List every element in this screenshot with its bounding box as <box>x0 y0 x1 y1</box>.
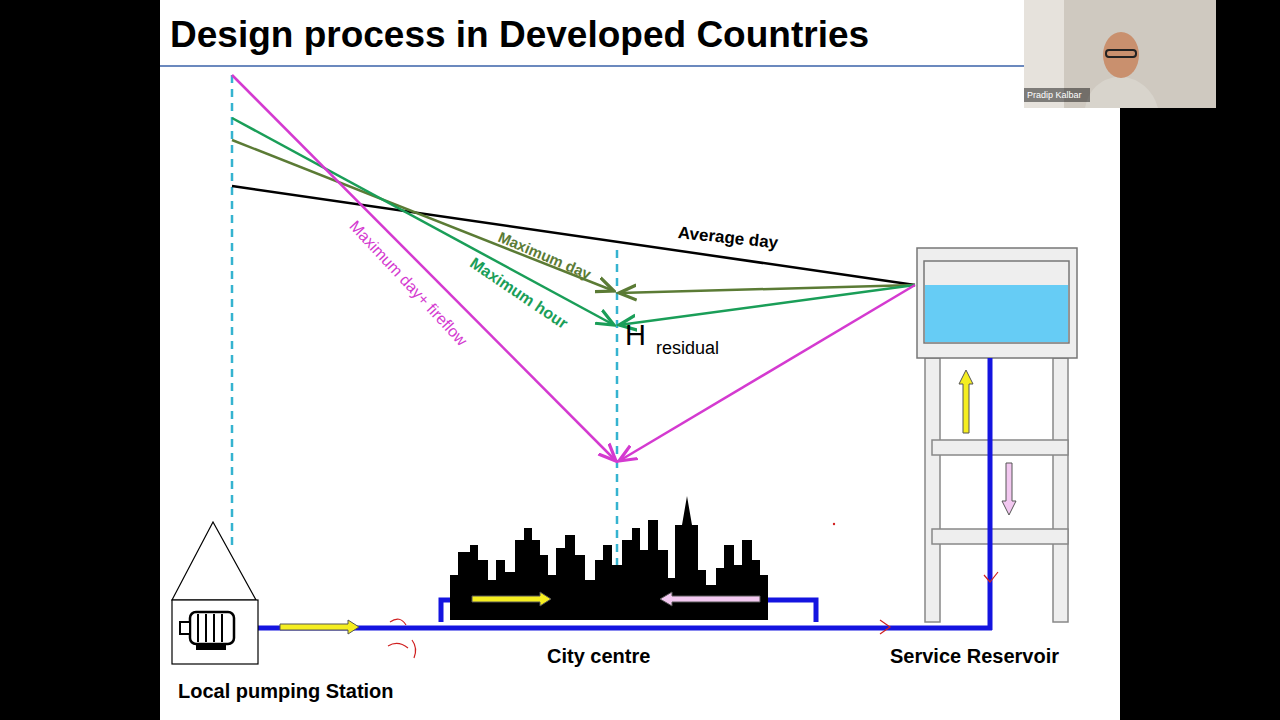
hgl-line <box>619 285 915 325</box>
motor-base <box>196 644 226 650</box>
webcam-person <box>1085 76 1158 108</box>
hgl-line <box>232 186 915 285</box>
pen-annotation <box>388 619 416 658</box>
webcam-frame <box>1024 0 1216 108</box>
motor-body <box>190 612 234 644</box>
flow-arrow <box>660 592 760 606</box>
pen-dot <box>833 523 835 525</box>
tank-inner <box>924 261 1069 343</box>
pump-roof <box>172 522 256 600</box>
motor-fin <box>205 614 207 642</box>
title-rule <box>160 65 1024 67</box>
component-label: City centre <box>547 646 650 666</box>
motor-fin <box>213 614 215 642</box>
speaker-name: Pradip Kalbar <box>1027 91 1082 100</box>
pump-house <box>172 600 258 664</box>
component-label: Service Reservoir <box>890 646 1059 666</box>
webcam-person <box>1103 32 1139 78</box>
motor-fin <box>197 614 199 642</box>
component-label: Local pumping Station <box>178 681 394 701</box>
tower-leg <box>1053 358 1068 622</box>
motor-fin <box>221 614 223 642</box>
motor-symbol <box>180 612 234 650</box>
hgl-line <box>619 285 915 461</box>
city-skyline <box>450 496 768 620</box>
webcam-glasses <box>1106 50 1136 57</box>
tower-brace <box>932 529 1068 544</box>
tower-leg <box>925 358 940 622</box>
hgl-line <box>232 75 616 461</box>
slide-title: Design process in Developed Countries <box>170 16 869 53</box>
pen-annotation <box>880 572 998 634</box>
name-badge <box>1024 88 1090 102</box>
symbol-label: H <box>625 321 646 350</box>
subscript-label: residual <box>656 339 719 357</box>
flow-arrow <box>472 592 551 606</box>
flow-arrow <box>280 620 359 634</box>
dashed-guide <box>616 250 619 600</box>
flow-arrow <box>959 370 973 433</box>
dashed-guide <box>231 75 234 548</box>
riser-pipe <box>988 358 993 630</box>
flow-arrow <box>1002 463 1016 515</box>
water <box>925 285 1068 342</box>
tower-brace <box>932 440 1068 455</box>
reservoir-tank <box>917 248 1077 358</box>
motor-shaft <box>180 622 190 634</box>
main-pipe <box>250 626 992 631</box>
